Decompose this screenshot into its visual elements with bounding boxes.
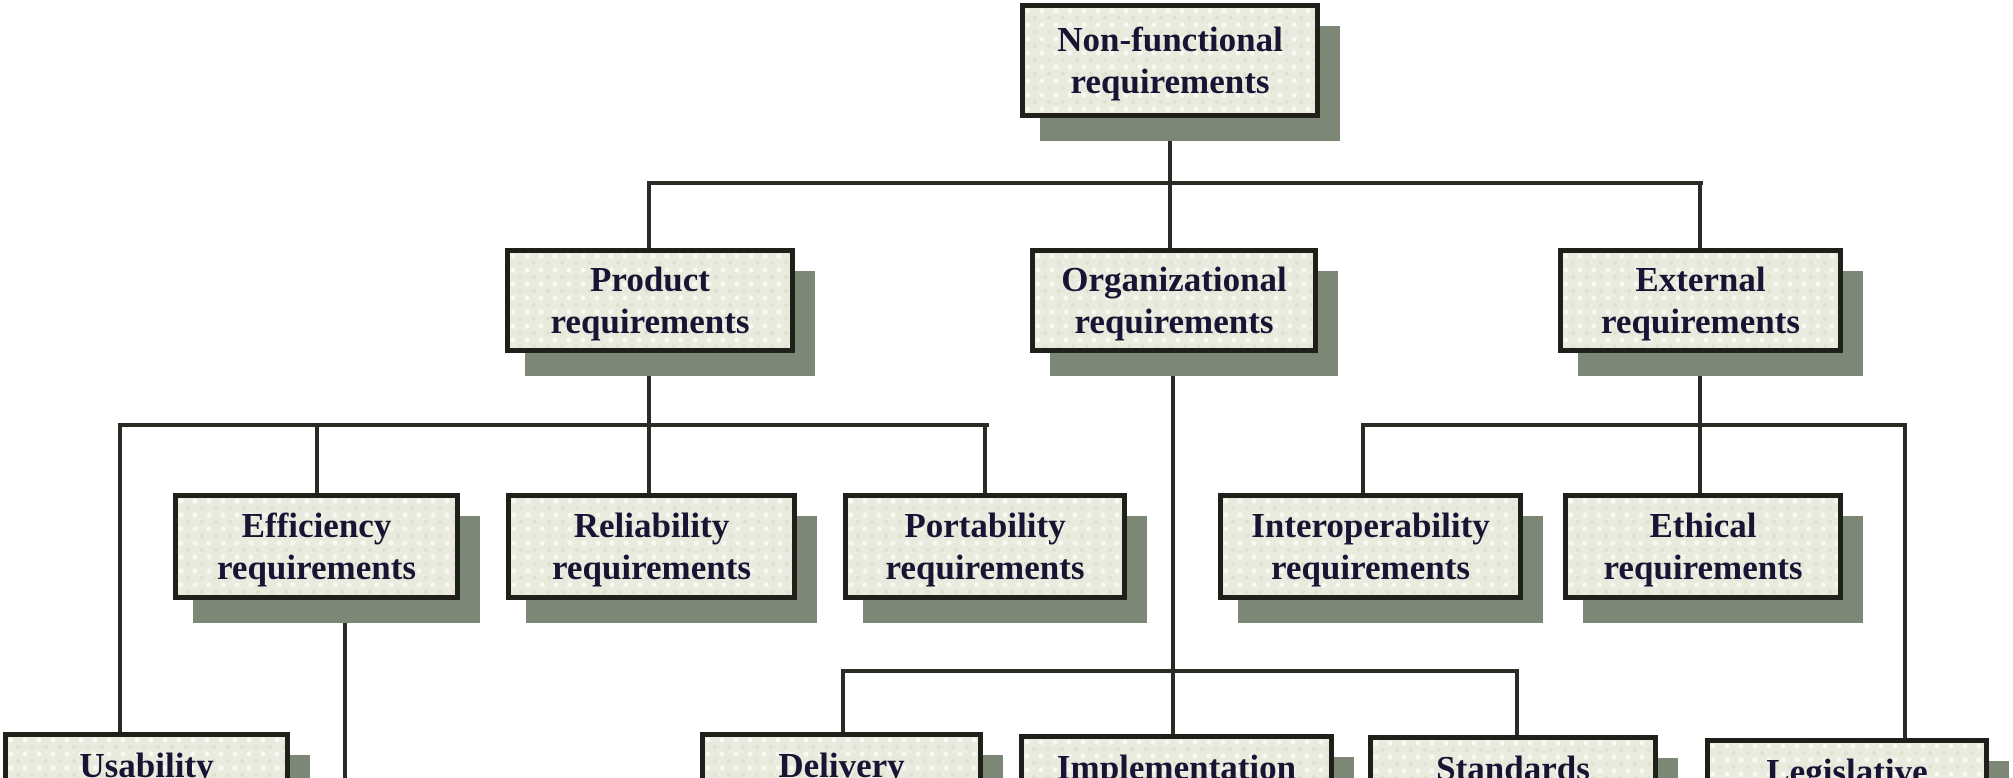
connector-to-usability xyxy=(118,423,122,732)
connector-to-organizational xyxy=(1168,181,1172,248)
connector-to-standards xyxy=(1515,669,1519,735)
connector-to-reliability xyxy=(647,423,651,493)
connector-to-efficiency xyxy=(315,423,319,493)
connector-product-drop xyxy=(647,353,651,423)
connector-to-delivery xyxy=(841,669,845,732)
node-organizational-requirements: Organizational requirements xyxy=(1030,248,1318,353)
connector-root-drop xyxy=(1168,118,1172,185)
node-label: Reliability requirements xyxy=(552,506,751,587)
node-delivery: Delivery xyxy=(700,732,983,778)
node-label: Portability requirements xyxy=(885,506,1085,587)
node-label: Non-functional requirements xyxy=(1057,20,1283,101)
node-non-functional-requirements: Non-functional requirements xyxy=(1020,3,1320,118)
node-ethical-requirements: Ethical requirements xyxy=(1563,493,1843,600)
connector-level1-bus xyxy=(647,181,1703,185)
node-legislative: Legislative xyxy=(1705,738,1989,778)
node-label: Product requirements xyxy=(550,260,750,341)
node-label: Delivery xyxy=(778,746,905,778)
node-efficiency-requirements: Efficiency requirements xyxy=(173,493,460,600)
node-interoperability-requirements: Interoperability requirements xyxy=(1218,493,1523,600)
node-label: Legislative xyxy=(1766,752,1928,778)
node-product-requirements: Product requirements xyxy=(505,248,795,353)
connector-external-drop xyxy=(1698,353,1702,423)
node-label: External requirements xyxy=(1601,260,1800,341)
connector-to-external xyxy=(1698,181,1702,248)
node-standards: Standards xyxy=(1368,735,1658,778)
connector-to-legislative xyxy=(1903,423,1907,738)
node-label: Interoperability requirements xyxy=(1251,506,1490,587)
connector-to-interoperability xyxy=(1361,423,1365,493)
connector-to-portability xyxy=(983,423,987,493)
connector-organizational-drop xyxy=(1171,353,1175,673)
node-label: Efficiency requirements xyxy=(217,506,416,587)
node-label: Organizational requirements xyxy=(1061,260,1287,341)
connector-organizational-bus xyxy=(841,669,1517,673)
node-portability-requirements: Portability requirements xyxy=(843,493,1127,600)
connector-to-product xyxy=(647,181,651,248)
node-external-requirements: External requirements xyxy=(1558,248,1843,353)
node-label: Usability xyxy=(79,746,214,778)
connector-to-ethical xyxy=(1698,423,1702,493)
connector-to-implementation xyxy=(1171,669,1175,734)
node-label: Ethical requirements xyxy=(1603,506,1803,587)
node-label: Standards xyxy=(1436,749,1590,778)
connector-efficiency-drop xyxy=(343,600,347,778)
connector-external-bus xyxy=(1361,423,1907,427)
node-reliability-requirements: Reliability requirements xyxy=(506,493,797,600)
connector-product-bus xyxy=(118,423,989,427)
node-usability: Usability xyxy=(3,732,290,778)
node-implementation: Implementation xyxy=(1019,734,1334,778)
node-label: Implementation xyxy=(1056,748,1297,778)
